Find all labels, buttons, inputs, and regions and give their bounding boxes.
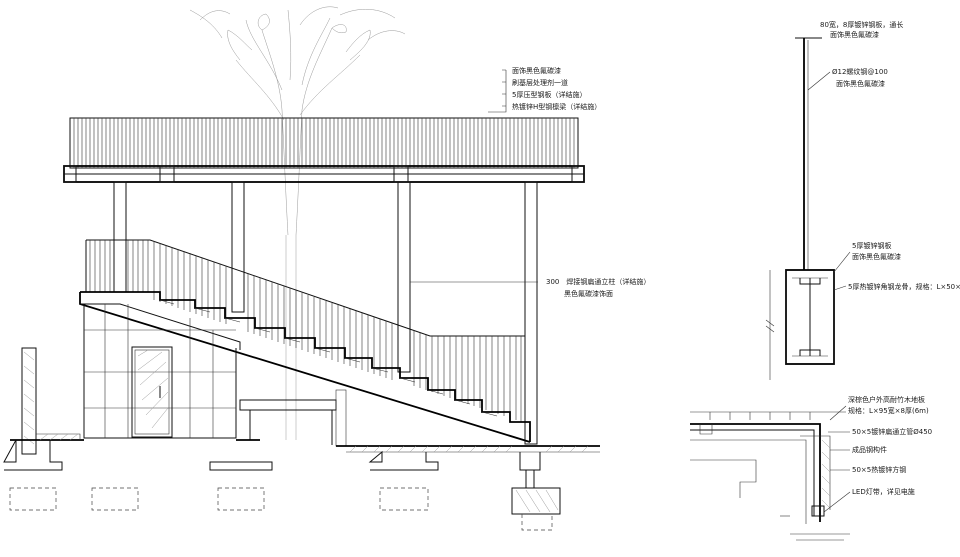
edge-note-line-1: 深棕色户外高耐竹木地板 — [848, 395, 925, 404]
tree-sketch — [189, 6, 406, 440]
rod-note-line-6: 面饰黑色氟碳漆 — [852, 252, 901, 261]
stair-note-group: 300 焊接钢扁通立柱（详结施） 黑色氟碳漆饰面 — [410, 277, 650, 298]
edge-note-line-4: 成品钢构件 — [852, 445, 887, 454]
stair-flight — [79, 291, 531, 443]
roof-note-line-1: 面饰黑色氟碳漆 — [512, 66, 561, 75]
edge-note-line-5: 50×5热镀锌方钢 — [852, 465, 906, 474]
roof-note-group: 面饰黑色氟碳漆 刷基层处理剂一道 5厚压型钢板（详结施） 热镀锌H型钢檩梁（详结… — [488, 66, 601, 113]
rod-plate-detail: 80宽，8厚镀锌钢板，通长 面饰黑色氟碳漆 Ø12螺纹钢@100 面饰黑色氟碳漆… — [765, 20, 960, 380]
rod-note-line-4: 面饰黑色氟碳漆 — [836, 79, 885, 88]
stair-note-line-1: 300 焊接钢扁通立柱（详结施） — [546, 277, 650, 286]
roof-note-line-3: 5厚压型钢板（详结施） — [512, 90, 586, 99]
door — [131, 346, 173, 438]
rod-note-line-3: Ø12螺纹钢@100 — [832, 67, 888, 76]
edge-note-line-3: 50×5镀锌扁通立管Ø450 — [852, 427, 932, 436]
stair-note-line-2: 黑色氟碳漆饰面 — [564, 289, 613, 298]
rod-note-line-5: 5厚镀锌钢板 — [852, 241, 891, 250]
side-wall — [21, 347, 347, 455]
rod-note-line-7: 5厚热镀锌角钢龙骨，规格：L×50×50 — [848, 282, 960, 291]
edge-note-line-2: 规格：L×95宽×8厚(6m) — [848, 406, 929, 415]
edge-detail: 深棕色户外高耐竹木地板 规格：L×95宽×8厚(6m) 50×5镀锌扁通立管Ø4… — [690, 395, 932, 541]
edge-note-line-6: LED灯带，详见电施 — [852, 487, 915, 496]
lower-enclosure — [83, 304, 237, 439]
rod-note-line-2: 面饰黑色氟碳漆 — [830, 30, 879, 39]
rod-note-line-1: 80宽，8厚镀锌钢板，通长 — [820, 20, 903, 29]
stair-railing — [85, 239, 525, 422]
roof-note-line-4: 热镀锌H型钢檩梁（详结施） — [512, 102, 601, 111]
ground-and-footings — [3, 433, 600, 531]
roof-note-line-2: 刷基层处理剂一道 — [512, 78, 568, 87]
steel-columns — [113, 181, 538, 445]
roof-canopy — [63, 117, 585, 183]
